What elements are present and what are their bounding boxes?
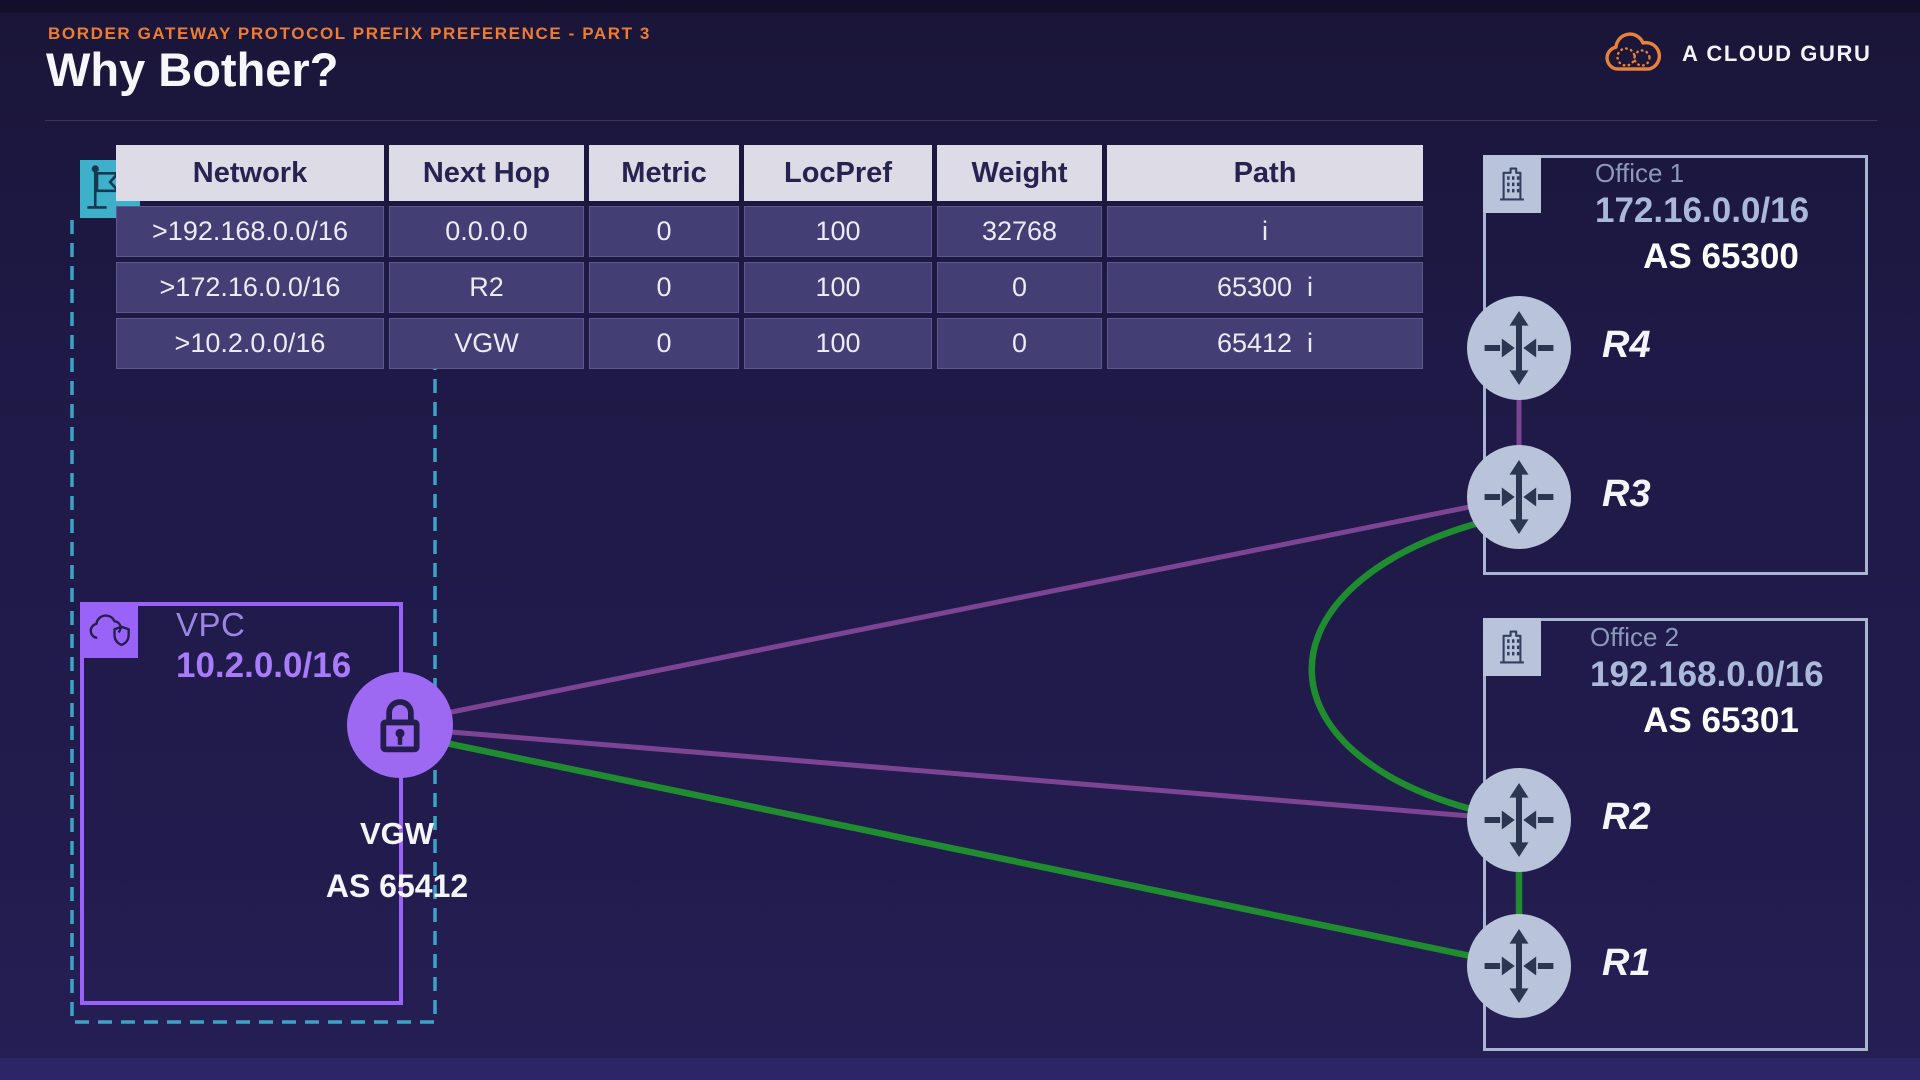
router-node-r2: [1467, 768, 1571, 872]
brand-name: A CLOUD GURU: [1682, 41, 1872, 66]
office2-cidr: 192.168.0.0/16: [1590, 655, 1824, 694]
office1-cidr: 172.16.0.0/16: [1595, 191, 1810, 230]
cell-locpref: 100: [744, 206, 932, 257]
cell-next-hop: 0.0.0.0: [389, 206, 584, 257]
office2-asn: AS 65301: [1643, 701, 1799, 740]
cell-weight: 0: [937, 262, 1102, 313]
flag-icon: [87, 165, 121, 209]
office2-text-block: Office 2 192.168.0.0/16 AS 65301: [1590, 622, 1852, 741]
office2-name: Office 2: [1590, 622, 1680, 652]
office1-name: Office 1: [1595, 158, 1685, 188]
col-metric: Metric: [589, 145, 739, 201]
vgw-label: VGW: [359, 816, 435, 851]
brand-logo: A CLOUD GURU: [1602, 32, 1872, 76]
cell-path: 65300 i: [1107, 262, 1423, 313]
table-row: >10.2.0.0/16 VGW 0 100 0 65412 i: [116, 318, 1423, 369]
office1-asn: AS 65300: [1643, 237, 1799, 276]
page-title: Why Bother?: [46, 43, 339, 96]
bottom-strip: [0, 1058, 1920, 1080]
link-vgw-r3: [401, 494, 1520, 725]
header-divider: [45, 120, 1877, 121]
link-vgw-r2: [401, 725, 1520, 823]
cell-metric: 0: [589, 262, 739, 313]
col-next-hop: Next Hop: [389, 145, 584, 201]
cell-locpref: 100: [744, 318, 932, 369]
office2-badge: [1483, 618, 1541, 676]
vpc-badge: [80, 602, 138, 658]
top-strip: [0, 0, 1920, 13]
lock-icon: [380, 699, 420, 753]
col-path: Path: [1107, 145, 1423, 201]
cell-metric: 0: [589, 318, 739, 369]
vpc-cidr: 10.2.0.0/16: [176, 646, 352, 685]
vpc-label: VPC: [176, 606, 246, 643]
building-icon: [1500, 167, 1524, 201]
router-node-r1: [1467, 914, 1571, 1018]
col-locpref: LocPref: [744, 145, 932, 201]
router-arrows-icon: [1484, 460, 1554, 534]
cell-network: >192.168.0.0/16: [116, 206, 384, 257]
col-network: Network: [116, 145, 384, 201]
router-label-r1: R1: [1602, 942, 1651, 984]
table-header-row: Network Next Hop Metric LocPref Weight P…: [116, 145, 1423, 201]
table-row: >192.168.0.0/16 0.0.0.0 0 100 32768 i: [116, 206, 1423, 257]
cell-next-hop: VGW: [389, 318, 584, 369]
router-node-r4: [1467, 296, 1571, 400]
router-arrows-icon: [1484, 783, 1554, 857]
office1-badge: [1483, 155, 1541, 213]
bgp-route-table: Network Next Hop Metric LocPref Weight P…: [111, 140, 1428, 374]
building-icon: [1500, 630, 1524, 664]
cell-weight: 0: [937, 318, 1102, 369]
cell-network: >10.2.0.0/16: [116, 318, 384, 369]
router-arrows-icon: [1484, 929, 1554, 1003]
cell-next-hop: R2: [389, 262, 584, 313]
cloud-shield-icon: [89, 614, 130, 647]
link-vgw-r1: [401, 730, 1520, 970]
router-node-r3: [1467, 445, 1571, 549]
lesson-eyebrow: BORDER GATEWAY PROTOCOL PREFIX PREFERENC…: [48, 24, 651, 43]
cell-metric: 0: [589, 206, 739, 257]
router-label-r4: R4: [1602, 324, 1651, 366]
cloud-icon: [1605, 32, 1662, 71]
cell-network: >172.16.0.0/16: [116, 262, 384, 313]
cell-weight: 32768: [937, 206, 1102, 257]
vgw-node: [347, 672, 453, 778]
link-r3-r2-arc: [1308, 518, 1483, 816]
router-label-r2: R2: [1602, 796, 1651, 838]
router-label-r3: R3: [1602, 473, 1651, 515]
router-arrows-icon: [1484, 311, 1554, 385]
vgw-asn-label: AS 65412: [325, 868, 469, 904]
table-row: >172.16.0.0/16 R2 0 100 0 65300 i: [116, 262, 1423, 313]
col-weight: Weight: [937, 145, 1102, 201]
office1-text-block: Office 1 172.16.0.0/16 AS 65300: [1595, 158, 1847, 277]
cell-path: i: [1107, 206, 1423, 257]
cell-locpref: 100: [744, 262, 932, 313]
cell-path: 65412 i: [1107, 318, 1423, 369]
